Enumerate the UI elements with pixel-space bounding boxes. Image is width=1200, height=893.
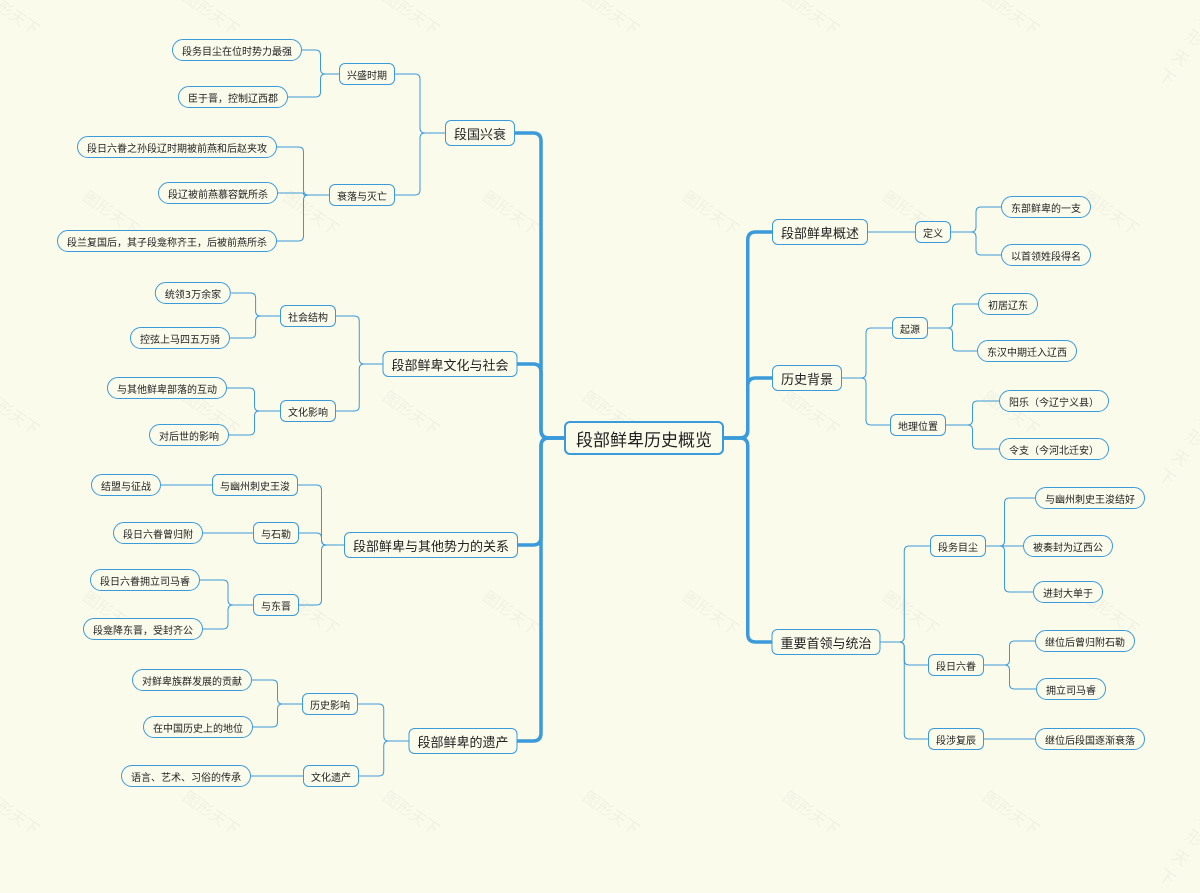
topic-historical-influence[interactable]: 历史影响	[302, 693, 358, 715]
leaf-item[interactable]: 段辽被前燕慕容皝所杀	[158, 182, 278, 204]
topic-wangjun[interactable]: 与幽州刺史王浚	[212, 474, 298, 496]
leaf-item[interactable]: 段务目尘在位时势力最强	[172, 39, 302, 61]
connector-line	[302, 49, 339, 75]
leaf-item[interactable]: 语言、艺术、习俗的传承	[121, 765, 251, 787]
topic-definition[interactable]: 定义	[915, 221, 951, 243]
connector-line	[517, 436, 564, 743]
connector-line	[299, 532, 344, 546]
connector-line	[336, 363, 383, 412]
connector-line	[984, 664, 1036, 690]
connector-line	[951, 206, 1001, 233]
connector-line	[517, 362, 564, 440]
leaf-item[interactable]: 控弦上马四五万骑	[130, 327, 230, 349]
branch-leaders[interactable]: 重要首领与统治	[771, 629, 881, 655]
connector-line	[842, 377, 890, 426]
leaf-item[interactable]: 段龛降东晋，受封齐公	[83, 618, 203, 640]
connector-line	[880, 545, 930, 643]
connector-line	[928, 303, 978, 329]
connector-line	[336, 315, 383, 365]
branch-overview[interactable]: 段部鲜卑概述	[771, 219, 869, 245]
leaf-item[interactable]: 与其他鲜卑部落的互动	[107, 377, 227, 399]
branch-relations[interactable]: 段部鲜卑与其他势力的关系	[343, 532, 519, 558]
connector-line	[231, 292, 280, 317]
connector-line	[230, 315, 280, 339]
connector-line	[946, 424, 999, 450]
topic-society[interactable]: 社会结构	[280, 305, 336, 327]
connector-line	[986, 545, 1033, 593]
leaf-item[interactable]: 拥立司马睿	[1036, 678, 1106, 700]
branch-rise-fall[interactable]: 段国兴衰	[444, 120, 516, 146]
connector-line	[395, 132, 445, 196]
leaf-item[interactable]: 对后世的影响	[149, 424, 229, 446]
leaf-item[interactable]: 东部鲜卑的一支	[1001, 196, 1091, 218]
topic-decline[interactable]: 衰落与灭亡	[329, 184, 395, 206]
leaf-item[interactable]: 结盟与征战	[91, 474, 161, 496]
root-topic[interactable]: 段部鲜卑历史概览	[564, 421, 724, 455]
connector-line	[253, 703, 302, 728]
topic-shile[interactable]: 与石勒	[253, 522, 299, 544]
connector-line	[842, 327, 892, 379]
leaf-item[interactable]: 进封大单于	[1033, 581, 1103, 603]
topic-riliujuan[interactable]: 段日六眷	[928, 654, 984, 676]
connector-line	[299, 544, 344, 606]
connector-line	[277, 146, 329, 196]
connector-line	[724, 376, 772, 440]
connector-line	[227, 387, 280, 412]
leaf-item[interactable]: 阳乐（今辽宁义县）	[999, 390, 1109, 412]
connector-line	[359, 740, 409, 777]
topic-shefuchen[interactable]: 段涉复辰	[928, 728, 984, 750]
leaf-item[interactable]: 被奏封为辽西公	[1023, 535, 1113, 557]
connector-line	[395, 73, 445, 134]
topic-cultural-heritage[interactable]: 文化遗产	[303, 765, 359, 787]
leaf-item[interactable]: 对鲜卑族群发展的贡献	[132, 669, 252, 691]
topic-origin[interactable]: 起源	[892, 317, 928, 339]
leaf-item[interactable]: 继位后曾归附石勒	[1035, 630, 1135, 652]
topic-jin[interactable]: 与东晋	[253, 594, 299, 616]
connector-lines	[161, 49, 1036, 777]
topic-wumuchen[interactable]: 段务目尘	[930, 535, 986, 557]
leaf-item[interactable]: 段日六眷之孙段辽时期被前燕和后赵夹攻	[77, 136, 277, 158]
connector-line	[984, 640, 1035, 666]
connector-line	[880, 641, 928, 740]
leaf-item[interactable]: 在中国历史上的地位	[143, 716, 253, 738]
topic-location[interactable]: 地理位置	[890, 414, 946, 436]
leaf-item[interactable]: 段兰复国后，其子段龛称齐王，后被前燕所杀	[57, 230, 277, 252]
connector-line	[946, 400, 999, 426]
leaf-item[interactable]: 段日六眷曾归附	[113, 522, 203, 544]
leaf-item[interactable]: 令支（今河北迁安）	[999, 438, 1109, 460]
connector-line	[951, 231, 1001, 256]
connector-line	[288, 73, 339, 98]
topic-cultural-influence[interactable]: 文化影响	[280, 400, 336, 422]
connector-line	[928, 327, 977, 352]
branch-legacy[interactable]: 段部鲜卑的遗产	[408, 728, 518, 754]
connector-line	[252, 679, 302, 705]
leaf-item[interactable]: 与幽州刺史王浚结好	[1035, 487, 1145, 509]
branch-background[interactable]: 历史背景	[771, 365, 843, 391]
branch-culture[interactable]: 段部鲜卑文化与社会	[382, 351, 518, 377]
leaf-item[interactable]: 统领3万余家	[154, 282, 232, 304]
connector-line	[203, 604, 253, 630]
connector-line	[278, 192, 329, 196]
connector-line	[229, 410, 280, 436]
connector-line	[277, 194, 329, 242]
leaf-item[interactable]: 段日六眷拥立司马睿	[90, 569, 200, 591]
leaf-item[interactable]: 以首领姓段得名	[1001, 244, 1091, 266]
connector-line	[200, 579, 253, 606]
leaf-item[interactable]: 东汉中期迁入辽西	[977, 340, 1077, 362]
topic-prosperity[interactable]: 兴盛时期	[339, 63, 395, 85]
leaf-item[interactable]: 继位后段国逐渐衰落	[1035, 728, 1145, 750]
leaf-item[interactable]: 臣于晋，控制辽西郡	[178, 86, 288, 108]
connector-line	[358, 703, 409, 742]
connector-line	[724, 436, 772, 644]
leaf-item[interactable]: 初居辽东	[978, 293, 1038, 315]
